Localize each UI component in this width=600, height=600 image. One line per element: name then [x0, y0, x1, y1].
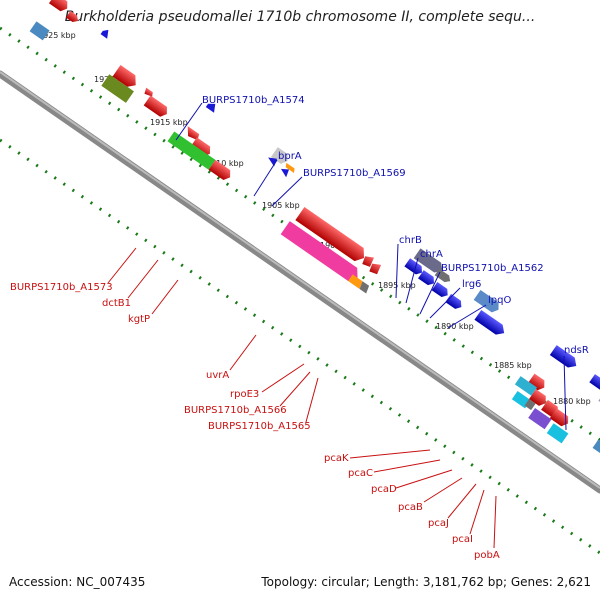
gene-label: lpqO	[488, 295, 511, 306]
gene-arrow	[205, 103, 216, 113]
gene-label: dctB1	[102, 298, 131, 309]
gene-arrow	[413, 248, 443, 273]
gene-label: kgtP	[128, 314, 150, 325]
gene-arrow	[112, 65, 136, 87]
tick-label: 1880 kbp	[553, 397, 591, 406]
gene-arrow	[295, 206, 365, 262]
gene-arrow	[418, 270, 435, 286]
gene-label: pcaJ	[428, 518, 449, 529]
gene-arrow	[362, 256, 375, 267]
gene-arrow	[529, 389, 546, 406]
gene-arrow	[280, 221, 358, 281]
map-title: Burkholderia pseudomallei 1710b chromoso…	[64, 9, 536, 25]
gene-label: BURPS1710b_A1573	[10, 282, 113, 293]
gene-label: pcaD	[371, 484, 397, 495]
gene-arrow	[100, 29, 109, 39]
gene-arrow	[541, 399, 558, 417]
gene-arrow	[143, 95, 167, 117]
gene-label: pcaK	[324, 453, 349, 464]
gene-arrow	[404, 258, 423, 275]
gene-label: pcaC	[348, 468, 373, 479]
gene-arrow	[167, 131, 216, 170]
backbone-highlight	[0, 71, 600, 489]
gene-label: BURPS1710b_A1566	[184, 405, 287, 416]
gene-arrow	[359, 281, 370, 294]
gene-arrow	[187, 126, 200, 141]
gene-arrow	[208, 159, 231, 181]
gene-label: rpoE3	[230, 389, 259, 400]
gene-label: BURPS1710b_A1562	[441, 263, 544, 274]
gene-label: pobA	[474, 550, 500, 561]
gene-arrow	[348, 274, 363, 289]
gene-arrow	[48, 0, 68, 12]
gene-label: pcaB	[398, 502, 423, 513]
gene-arrow	[549, 408, 569, 427]
gene-arrow	[514, 376, 538, 396]
gene-arrow	[434, 268, 451, 283]
tick-label: 1890 kbp	[436, 322, 474, 331]
accession-text: Accession: NC_007435	[9, 575, 146, 589]
gene-arrow	[280, 168, 290, 178]
gene-arrow	[369, 263, 382, 275]
gene-label: lrg6	[462, 279, 481, 290]
gene-label: BURPS1710b_A1569	[303, 168, 406, 179]
gene-label: pcaI	[452, 534, 473, 545]
gene-arrow	[144, 87, 153, 97]
gene-arrow	[589, 374, 600, 391]
gene-arrow	[528, 407, 552, 430]
gene-arrow	[29, 21, 50, 41]
gene-label: BURPS1710b_A1565	[208, 421, 311, 432]
gene-label: chrA	[420, 249, 443, 260]
gene-arrow	[592, 439, 600, 457]
gene-label: uvrA	[206, 370, 229, 381]
tick-track-lower	[0, 138, 600, 555]
gene-arrow	[65, 10, 79, 23]
gene-arrow	[190, 137, 211, 157]
gene-label: bprA	[278, 151, 302, 162]
tick-label: 1905 kbp	[262, 201, 300, 210]
chromosome-backbone	[0, 70, 600, 494]
gene-arrow	[524, 399, 536, 411]
gene-arrow	[549, 345, 577, 368]
gene-arrow	[101, 74, 134, 103]
gene-label: ndsR	[564, 345, 589, 356]
gene-arrow	[285, 162, 295, 173]
topology-text: Topology: circular; Length: 3,181,762 bp…	[261, 575, 591, 589]
gene-arrow	[473, 289, 499, 313]
tick-label: 1925 kbp	[38, 31, 76, 40]
tick-label: 1910 kbp	[206, 159, 244, 168]
gene-label: chrB	[399, 235, 422, 246]
gene-arrow	[546, 423, 569, 444]
tick-label: 1915 kbp	[150, 118, 188, 127]
gene-arrow	[431, 281, 448, 298]
gene-arrow	[445, 293, 462, 309]
tick-label: 1885 kbp	[494, 361, 532, 370]
gene-arrow	[474, 309, 505, 335]
gene-label: BURPS1710b_A1574	[202, 95, 305, 106]
